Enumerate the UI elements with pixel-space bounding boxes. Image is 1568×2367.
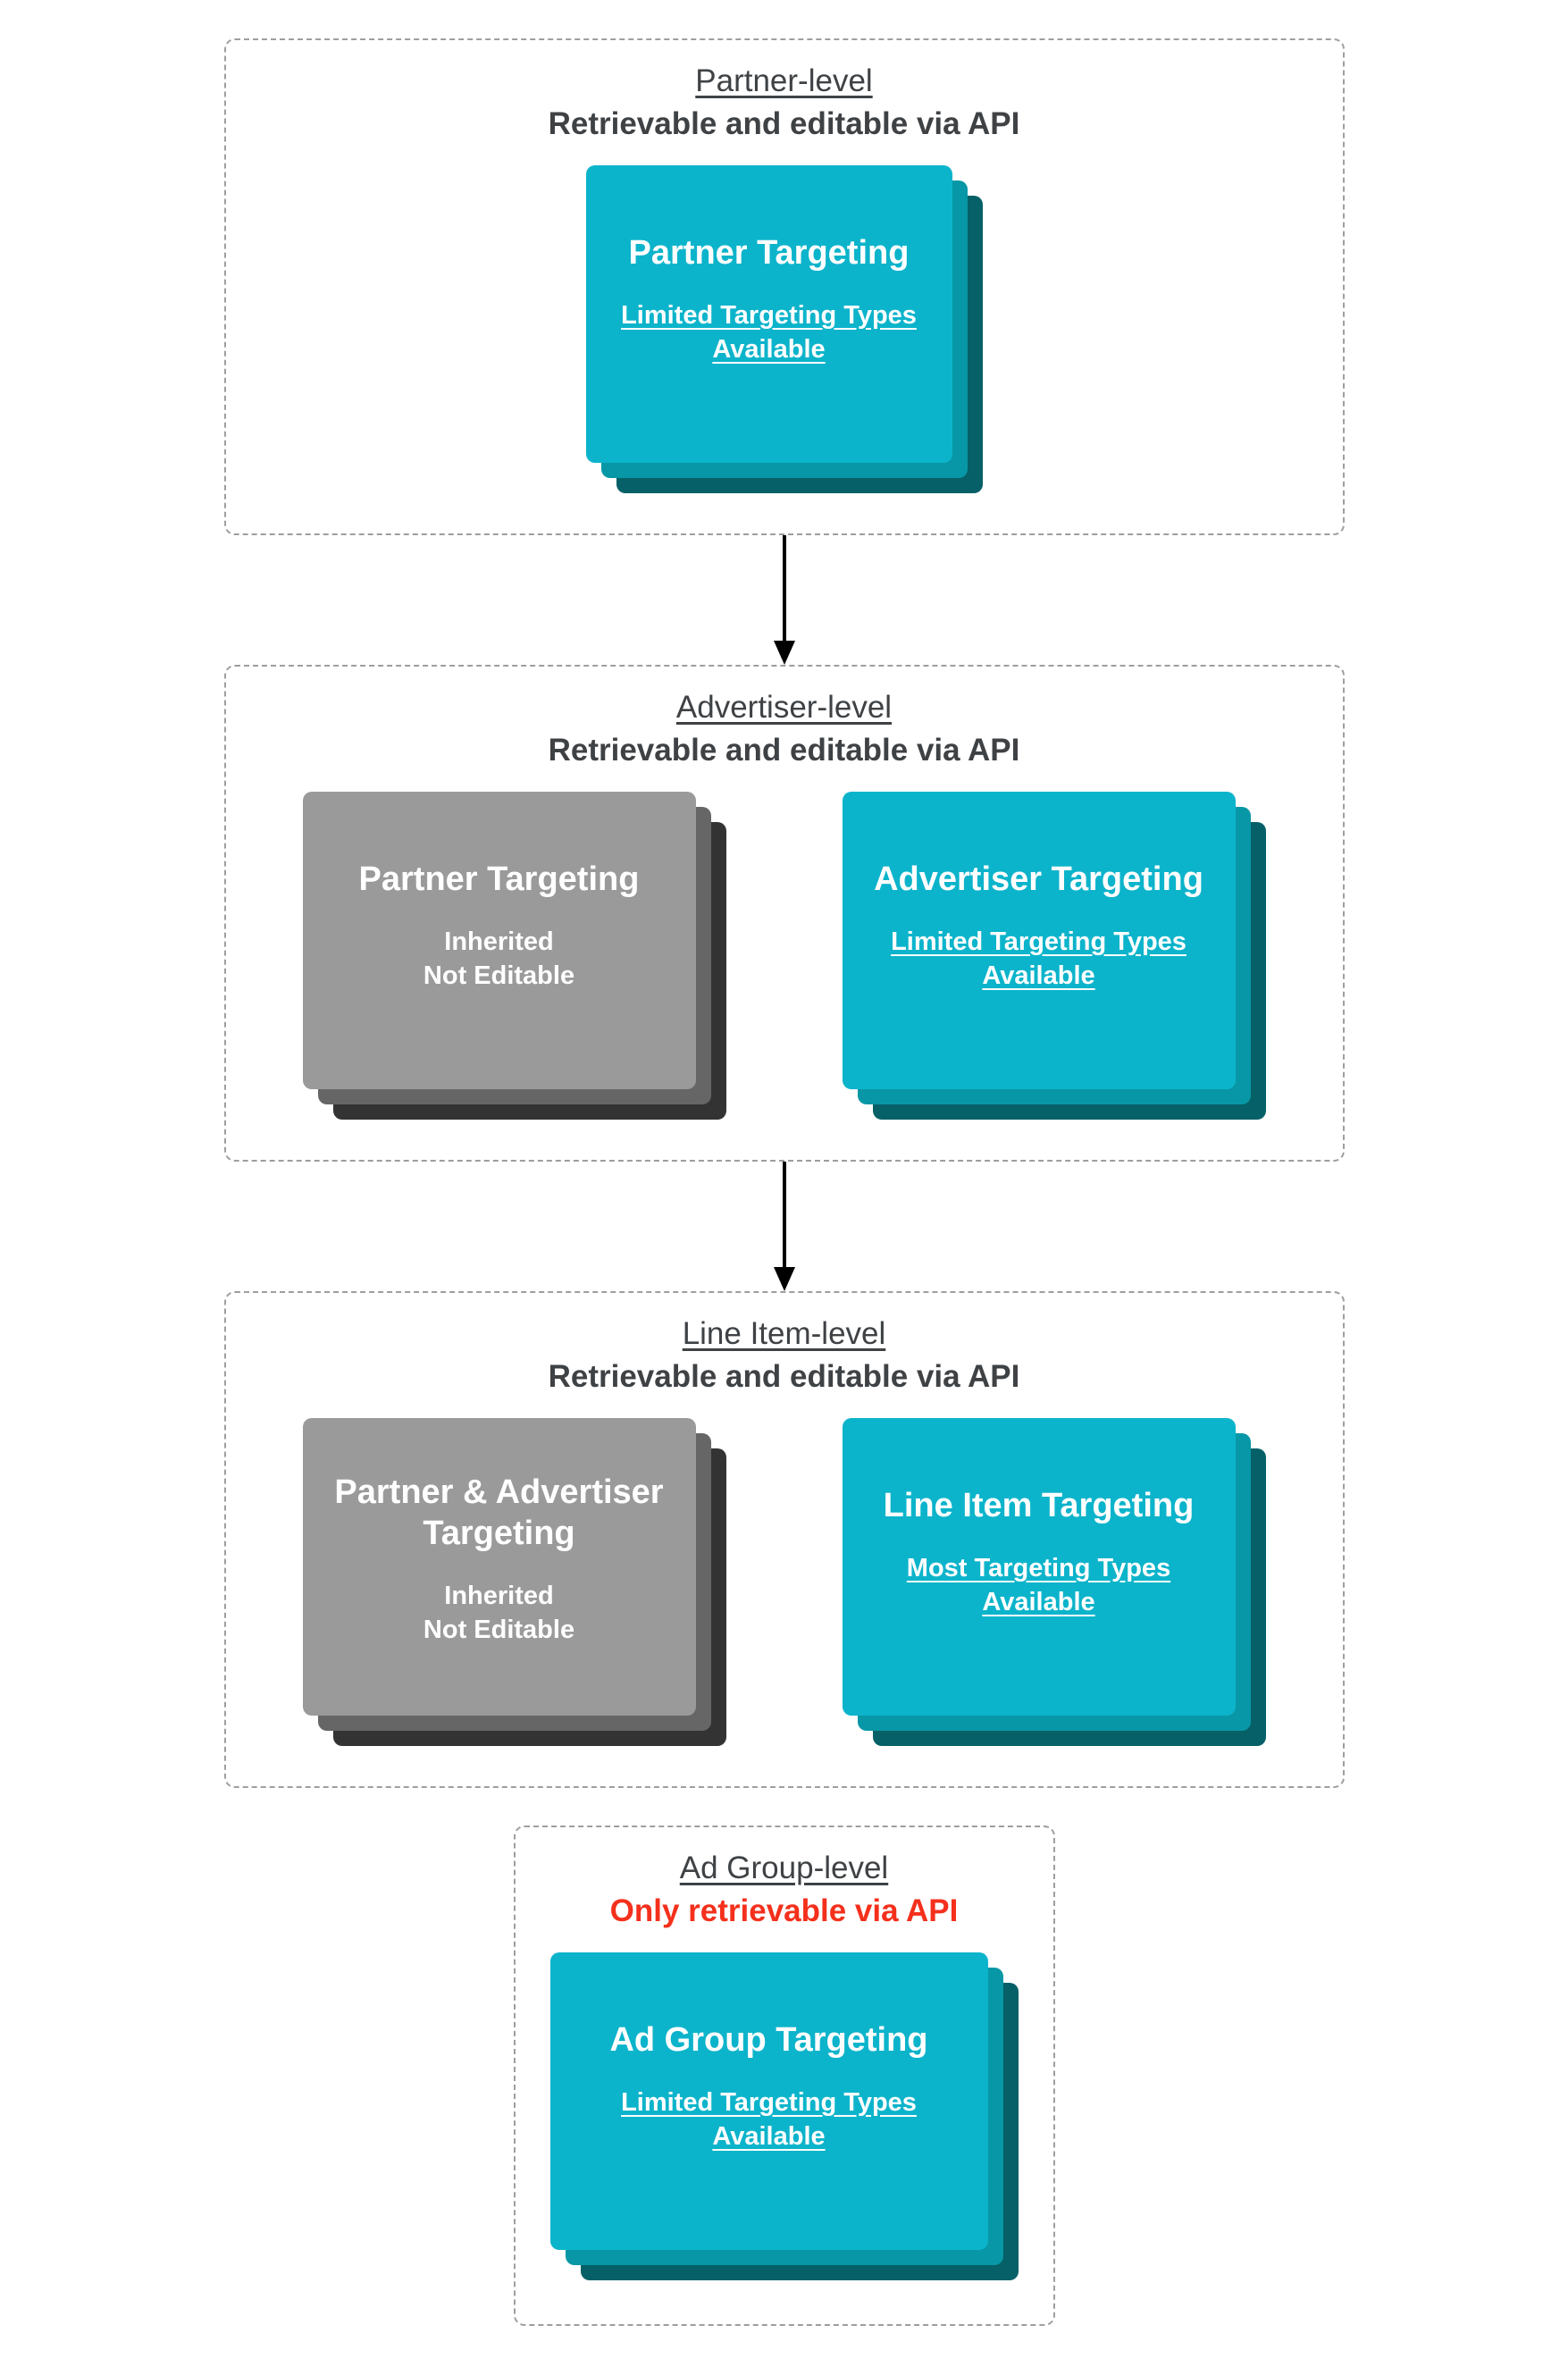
partner-targeting-inherited-card: Partner Targeting Inherited Not Editable xyxy=(302,792,726,1120)
arrow-advertiser-to-line-item-icon xyxy=(773,1162,796,1291)
card-body: Limited Targeting Types Available xyxy=(621,301,917,364)
section-ad-group-level: Ad Group-level Only retrievable via API … xyxy=(513,1826,1055,2326)
line-item-targeting-card: Line Item Targeting Most Targeting Types… xyxy=(842,1418,1266,1746)
card-title: Partner & Advertiser Targeting xyxy=(334,1473,664,1552)
arrow-head xyxy=(773,641,795,665)
partner-targeting-card: Partner Targeting Limited Targeting Type… xyxy=(585,165,983,493)
level-subtitle: Retrievable and editable via API xyxy=(548,733,1020,768)
section-line-item-level: Line Item-level Retrievable and editable… xyxy=(223,1291,1345,1788)
arrow-partner-to-advertiser-icon xyxy=(773,535,796,665)
arrow-head xyxy=(773,1267,795,1291)
card-title: Partner Targeting xyxy=(628,234,910,272)
card-face: Ad Group Targeting Limited Targeting Typ… xyxy=(549,1952,988,2250)
card-title: Partner Targeting xyxy=(358,860,640,898)
ad-group-targeting-card: Ad Group Targeting Limited Targeting Typ… xyxy=(549,1952,1019,2280)
level-subtitle: Retrievable and editable via API xyxy=(548,106,1020,141)
card-body: Inherited Not Editable xyxy=(423,927,575,990)
card-body: Inherited Not Editable xyxy=(423,1582,575,1644)
level-subtitle: Only retrievable via API xyxy=(609,1893,959,1928)
section-advertiser-level: Advertiser-level Retrievable and editabl… xyxy=(223,665,1345,1162)
card-title: Ad Group Targeting xyxy=(609,2021,928,2059)
level-title: Partner-level xyxy=(695,63,873,98)
level-title: Advertiser-level xyxy=(675,690,893,725)
card-face: Line Item Targeting Most Targeting Types… xyxy=(842,1418,1236,1716)
level-title: Ad Group-level xyxy=(679,1851,889,1885)
partner-advertiser-inherited-card: Partner & Advertiser Targeting Inherited… xyxy=(302,1418,726,1746)
card-row: Partner Targeting Inherited Not Editable… xyxy=(226,792,1343,1120)
card-title: Advertiser Targeting xyxy=(874,860,1203,898)
card-body: Limited Targeting Types Available xyxy=(621,2088,917,2151)
card-face: Partner Targeting Limited Targeting Type… xyxy=(585,165,952,463)
arrow-line xyxy=(782,535,786,642)
card-row: Partner Targeting Limited Targeting Type… xyxy=(226,165,1343,493)
card-row: Ad Group Targeting Limited Targeting Typ… xyxy=(516,1952,1053,2280)
card-face: Advertiser Targeting Limited Targeting T… xyxy=(842,792,1236,1089)
card-body: Limited Targeting Types Available xyxy=(891,927,1186,990)
section-gap xyxy=(0,1788,1568,1826)
card-body: Most Targeting Types Available xyxy=(906,1554,1171,1616)
advertiser-targeting-card: Advertiser Targeting Limited Targeting T… xyxy=(842,792,1266,1120)
level-subtitle: Retrievable and editable via API xyxy=(548,1359,1020,1394)
card-face: Partner Targeting Inherited Not Editable xyxy=(302,792,696,1089)
card-row: Partner & Advertiser Targeting Inherited… xyxy=(226,1418,1343,1746)
card-title: Line Item Targeting xyxy=(883,1487,1195,1524)
card-face: Partner & Advertiser Targeting Inherited… xyxy=(302,1418,696,1716)
section-partner-level: Partner-level Retrievable and editable v… xyxy=(223,38,1345,535)
arrow-line xyxy=(782,1162,786,1268)
level-title: Line Item-level xyxy=(682,1316,886,1351)
